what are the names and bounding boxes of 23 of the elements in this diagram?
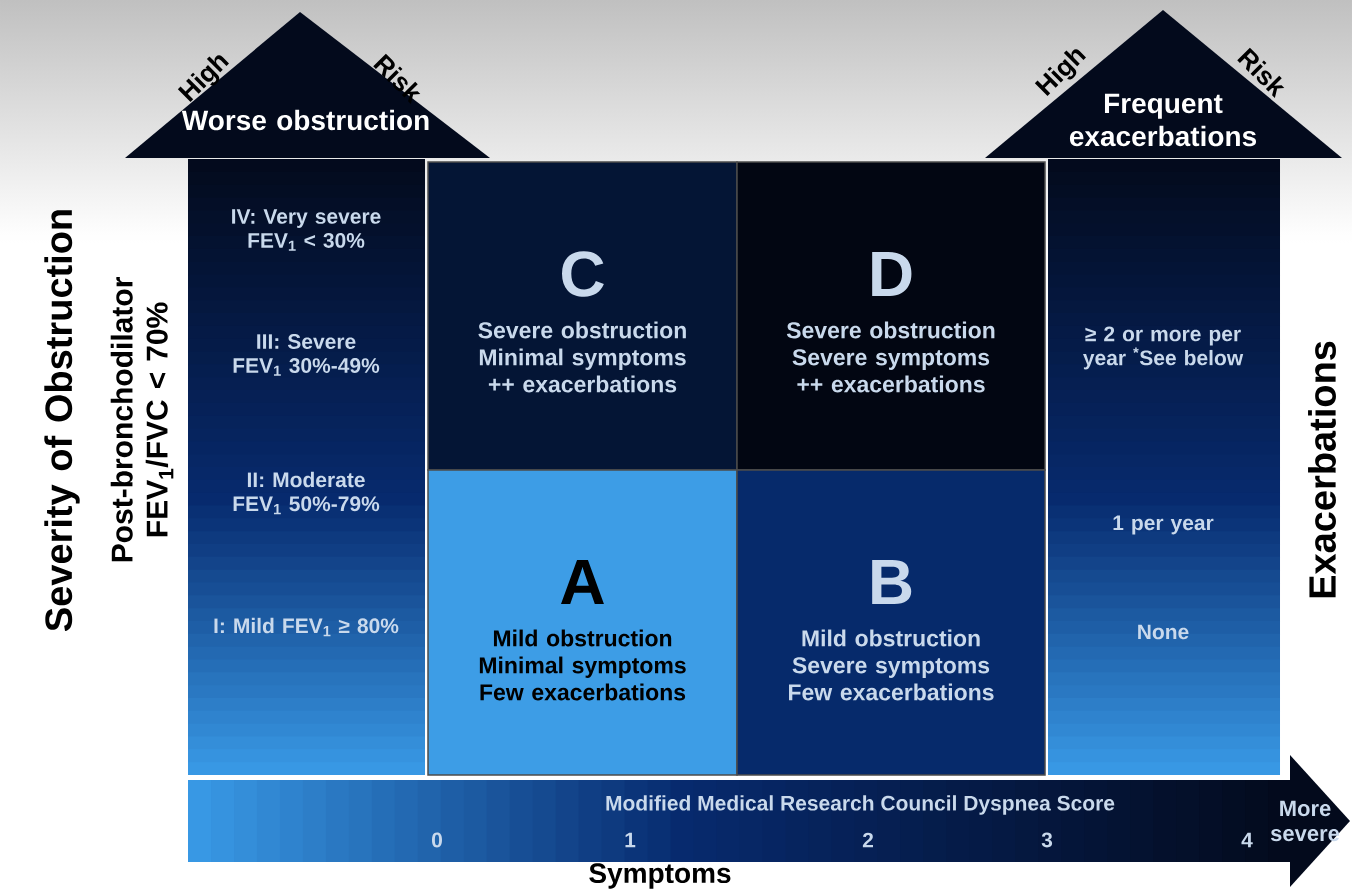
node-label: 4 <box>1241 832 1253 848</box>
quadrant-box: D Severe obstruction Severe symptoms ++ exacerbations <box>736 161 1046 471</box>
axis-title: Symptoms <box>589 863 731 889</box>
quadrant-box: B Mild obstruction Severe symptoms Few exacerbations <box>736 469 1046 776</box>
node-label: IV: Very severe FEV$_{1}$ < 30% <box>232 209 381 251</box>
node-label: 1 per year <box>1113 515 1214 535</box>
node-label: III: Severe FEV$_{1}$ 30%-49% <box>233 334 380 376</box>
quadrant-box: C Severe obstruction Minimal symptoms ++ exacerbations <box>427 161 738 471</box>
node-label: I: Mild FEV$_{1}$ ≥ 80% <box>214 617 399 637</box>
node-label: 1 <box>625 832 636 848</box>
node-label: 0 <box>432 832 442 848</box>
node-label: 2 <box>862 832 874 848</box>
node-label: II: Moderate FEV$_{1}$ 50%-79% <box>233 471 380 515</box>
node-label: ≥ 2 or more per year $^{*}$See below <box>1083 326 1244 370</box>
node-label: Worse obstruction <box>181 109 429 131</box>
node-label: Frequent exacerbations <box>1069 93 1257 147</box>
node-label: Modified Medical Research Council Dyspnea Score <box>606 795 1115 815</box>
axis-title: Severity of Obstruction <box>44 210 80 632</box>
axis-title: Exacerbations <box>1308 341 1336 598</box>
node-label: None <box>1138 624 1189 640</box>
node-label: 3 <box>1041 832 1053 848</box>
node-label: More severe <box>1270 800 1340 842</box>
quadrant-box: A Mild obstruction Minimal symptoms Few exacerbations <box>427 469 738 776</box>
